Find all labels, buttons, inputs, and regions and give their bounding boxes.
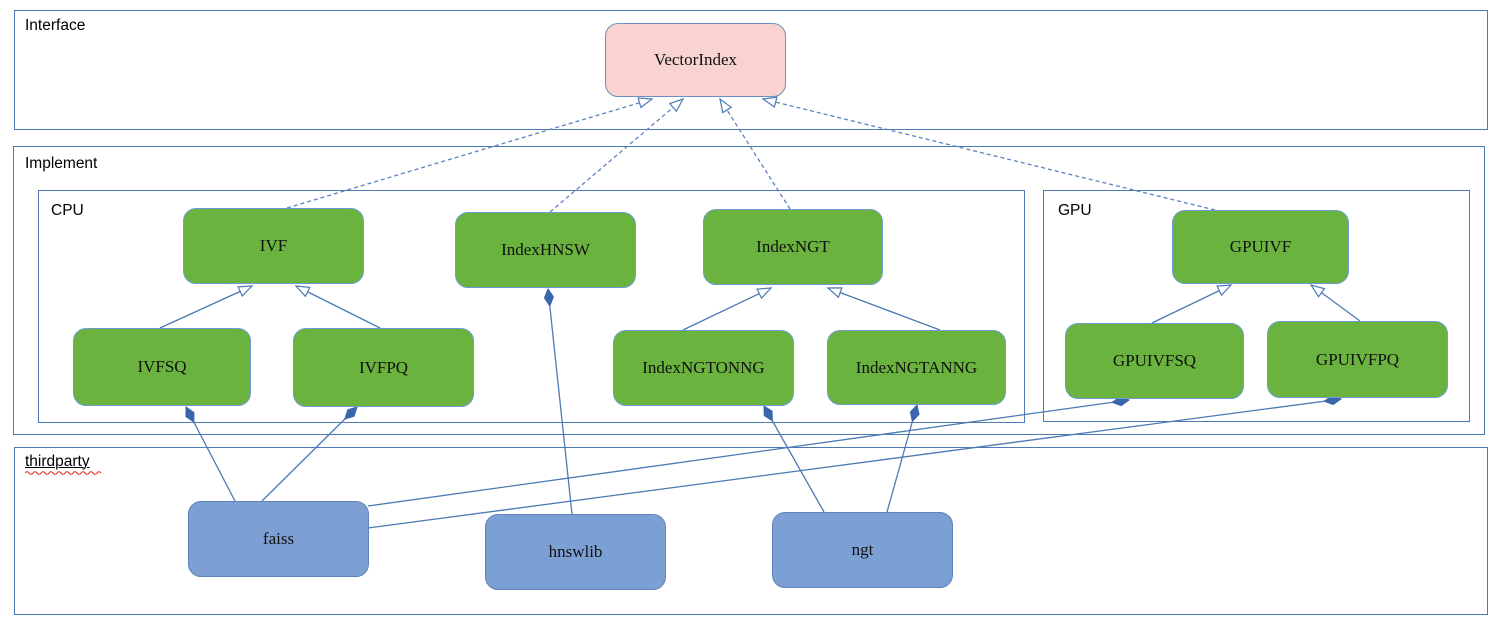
spellcheck-squiggle-icon <box>25 470 102 475</box>
container-thirdparty-labelwrap: thirdparty <box>25 453 105 475</box>
node-gpuivfsq: GPUIVFSQ <box>1065 323 1244 399</box>
node-vectorindex-label: VectorIndex <box>653 50 738 69</box>
node-gpuivfpq: GPUIVFPQ <box>1267 321 1448 398</box>
node-indexngtanng-label: IndexNGTANNG <box>855 357 978 377</box>
container-thirdparty-label: thirdparty <box>25 453 90 470</box>
node-hnswlib: hnswlib <box>485 514 666 590</box>
node-ngt: ngt <box>772 512 953 588</box>
node-vectorindex: VectorIndex <box>605 23 786 97</box>
node-ivfsq: IVFSQ <box>73 328 251 406</box>
node-gpuivfpq-label: GPUIVFPQ <box>1315 349 1400 369</box>
node-ivf: IVF <box>183 208 364 284</box>
node-faiss: faiss <box>188 501 369 577</box>
container-gpu-label: GPU <box>1058 202 1092 219</box>
node-faiss-label: faiss <box>262 529 295 548</box>
node-gpuivfsq-label: GPUIVFSQ <box>1112 351 1197 370</box>
node-ngt-label: ngt <box>851 540 874 559</box>
node-ivf-label: IVF <box>259 236 288 255</box>
node-ivfsq-label: IVFSQ <box>137 357 187 376</box>
node-hnswlib-label: hnswlib <box>548 542 603 561</box>
node-indexngtonng-label: IndexNGTONNG <box>642 358 765 377</box>
node-indexhnsw: IndexHNSW <box>455 212 636 288</box>
node-ivfpq: IVFPQ <box>293 328 474 407</box>
node-indexngt: IndexNGT <box>703 209 883 285</box>
container-cpu-label: CPU <box>51 202 84 219</box>
node-indexngt-label: IndexNGT <box>756 237 830 256</box>
container-implement-label: Implement <box>25 155 98 172</box>
node-gpuivf: GPUIVF <box>1172 210 1349 284</box>
node-gpuivf-label: GPUIVF <box>1229 237 1292 256</box>
node-ivfpq-label: IVFPQ <box>358 357 409 377</box>
node-indexngtanng: IndexNGTANNG <box>827 330 1006 405</box>
container-interface-label: Interface <box>25 17 86 34</box>
node-indexngtonng: IndexNGTONNG <box>613 330 794 406</box>
node-indexhnsw-label: IndexHNSW <box>501 240 590 259</box>
